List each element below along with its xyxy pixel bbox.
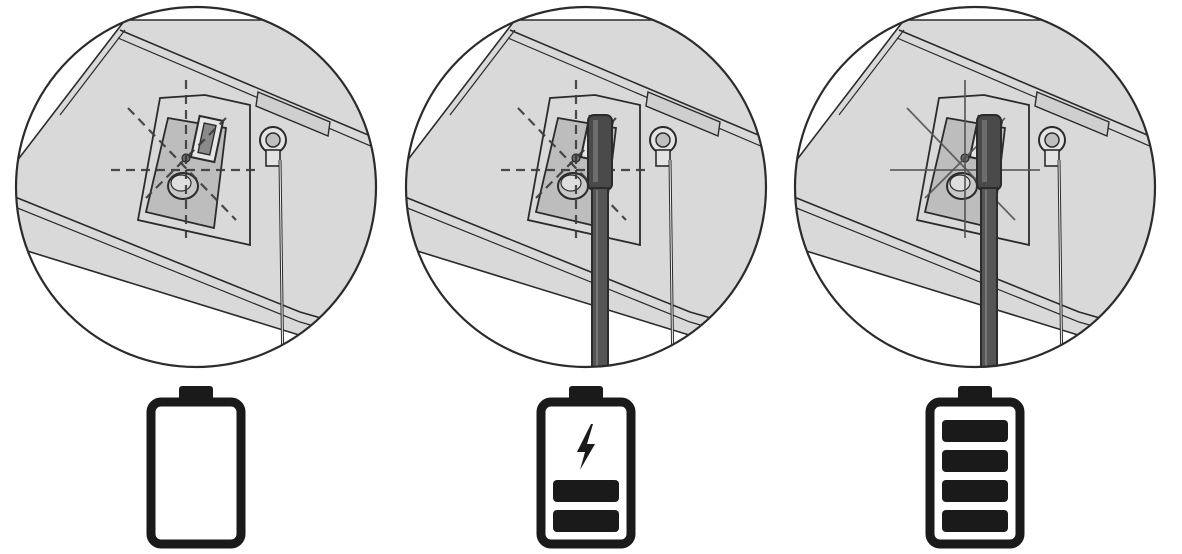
usb-plug bbox=[976, 114, 1002, 191]
panel-rail-top bbox=[509, 29, 766, 141]
usb-plug-highlight bbox=[982, 120, 987, 182]
power-button-cap bbox=[949, 174, 971, 192]
antenna-ferrule bbox=[655, 149, 671, 167]
battery-level-bar bbox=[942, 450, 1008, 472]
panel-rail-top bbox=[119, 29, 376, 141]
battery-body bbox=[536, 397, 636, 549]
panel-left-edge bbox=[838, 29, 905, 116]
usb-cable bbox=[980, 187, 998, 367]
antenna-wire-highlight bbox=[669, 159, 674, 367]
magnifier-ring bbox=[14, 5, 378, 369]
panel-rail-top bbox=[898, 29, 1155, 141]
magnified-view bbox=[795, 19, 1155, 367]
battery-level-bar bbox=[553, 510, 619, 532]
antenna-wire-highlight bbox=[1058, 159, 1063, 367]
antenna-ferrule bbox=[1044, 149, 1060, 167]
rail-bracket bbox=[255, 91, 331, 137]
usb-cable bbox=[591, 187, 609, 367]
antenna-connector-core bbox=[265, 132, 281, 148]
panel-rail-inner bbox=[117, 37, 376, 151]
step-1-empty bbox=[14, 5, 378, 549]
led-ray bbox=[145, 117, 227, 199]
magnifier-ring bbox=[404, 5, 768, 369]
led-ray bbox=[517, 107, 627, 221]
led-ray bbox=[127, 107, 237, 221]
usb-plug bbox=[587, 114, 613, 191]
step-2-charging bbox=[404, 5, 768, 549]
battery-level-bar bbox=[942, 420, 1008, 442]
panel-rail-inner bbox=[507, 37, 766, 151]
power-button-cap bbox=[560, 174, 582, 192]
antenna-wire-highlight bbox=[279, 159, 284, 367]
panel-rail-inner bbox=[896, 37, 1155, 151]
power-button-cap bbox=[170, 174, 192, 192]
step-3-full bbox=[793, 5, 1157, 549]
charging-bolt-icon bbox=[577, 424, 595, 470]
battery-body bbox=[146, 397, 246, 549]
battery-icon bbox=[146, 386, 246, 549]
magnifier-ring bbox=[793, 5, 1157, 369]
battery-icon bbox=[925, 386, 1025, 549]
usb-plug-highlight bbox=[593, 120, 598, 182]
battery-level-bar bbox=[942, 510, 1008, 532]
rail-bracket bbox=[1034, 91, 1110, 137]
battery-level-bar bbox=[553, 480, 619, 502]
antenna-ferrule bbox=[265, 149, 281, 167]
panel-left-edge bbox=[449, 29, 516, 116]
battery-icon bbox=[536, 386, 636, 549]
antenna-connector-core bbox=[655, 132, 671, 148]
antenna-connector-core bbox=[1044, 132, 1060, 148]
battery-level-bar bbox=[942, 480, 1008, 502]
magnified-view bbox=[16, 19, 376, 367]
rail-bracket bbox=[645, 91, 721, 137]
panel-left-edge bbox=[59, 29, 126, 116]
magnified-view bbox=[406, 19, 766, 367]
